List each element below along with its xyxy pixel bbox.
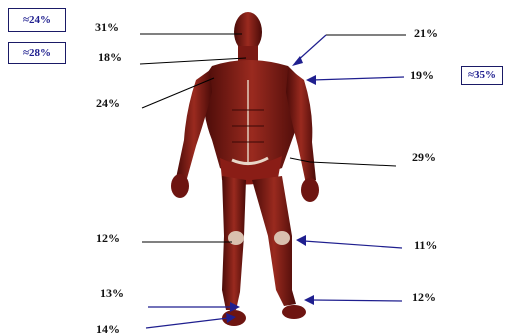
pointer-line-ankle — [146, 318, 228, 328]
percent-label-shoulder: 21% — [414, 26, 438, 40]
percent-label-ankle: 14% — [96, 322, 120, 336]
pointer-line-calf-right — [312, 300, 402, 301]
pointer-line-bicep — [312, 77, 404, 80]
percent-label-head: 31% — [95, 20, 119, 34]
percent-label-bicep: 19% — [410, 68, 434, 82]
pointer-arrow-bicep — [306, 75, 316, 85]
pointer-line-forearm — [310, 162, 396, 166]
right-hand-shape — [301, 178, 319, 202]
approx-box: ≈35% — [461, 66, 503, 85]
percent-label-forearm: 29% — [412, 150, 436, 164]
percent-label-calf-right: 12% — [412, 290, 436, 304]
percent-label-thigh: 12% — [96, 231, 120, 245]
torso-shape — [203, 60, 301, 176]
left-hand-shape — [171, 174, 189, 198]
right-knee-shape — [274, 231, 290, 245]
approx-box: ≈28% — [8, 42, 66, 64]
percent-label-calf: 13% — [100, 286, 124, 300]
neck-shape — [238, 46, 258, 62]
right-foot-shape — [282, 305, 306, 319]
percent-label-neck: 18% — [98, 50, 122, 64]
pointer-arrow-calf-right — [304, 295, 314, 305]
right-leg-shape — [252, 176, 296, 306]
pointer-line-knee — [304, 241, 402, 248]
left-knee-shape — [228, 231, 244, 245]
percent-label-knee: 11% — [414, 238, 437, 252]
approx-box: ≈24% — [8, 8, 66, 32]
pointer-arrow-knee — [296, 235, 306, 246]
percent-label-chest: 24% — [96, 96, 120, 110]
